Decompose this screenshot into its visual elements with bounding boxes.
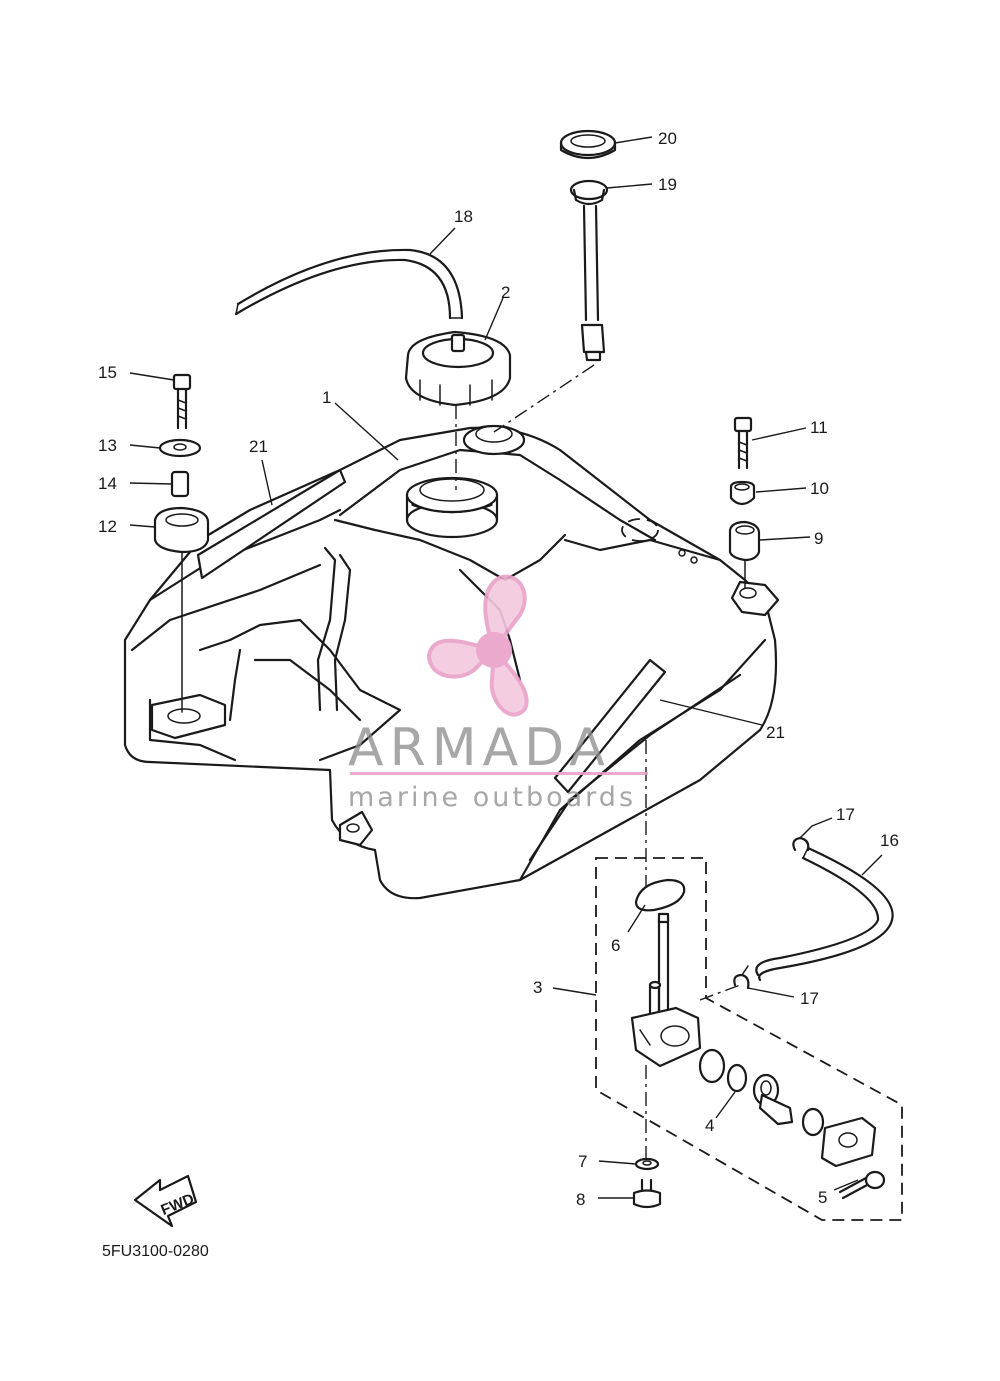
washer-13	[158, 438, 202, 458]
fuel-hose-16	[755, 846, 894, 982]
screw-5	[838, 1170, 886, 1200]
fuel-gauge	[569, 179, 609, 362]
cock-lever	[752, 1073, 794, 1126]
gauge-cap	[559, 129, 617, 160]
callout-8: 8	[576, 1190, 585, 1209]
hose-clip-17-top	[792, 825, 813, 852]
watermark-rule	[350, 772, 648, 775]
bolt-8	[632, 1178, 662, 1209]
fuel-cap	[404, 330, 512, 407]
gauge-assembly-line	[493, 364, 595, 433]
bolt-11	[733, 416, 753, 470]
vent-hose	[234, 248, 464, 320]
callout-2: 2	[501, 283, 510, 302]
fuel-cock-assembly	[595, 857, 903, 1221]
callout-17-bottom: 17	[800, 989, 819, 1008]
callouts: 1 2 3 4 5 6 7 8 9 10 11 12 13 14 15 16 1…	[98, 129, 899, 1209]
callout-9: 9	[814, 529, 823, 548]
grommet-9	[728, 520, 761, 562]
callout-11: 11	[810, 418, 828, 437]
collar-14	[170, 470, 190, 498]
callout-7: 7	[578, 1152, 587, 1171]
callout-14: 14	[98, 474, 117, 493]
callout-12: 12	[98, 517, 117, 536]
propeller-icon	[426, 574, 529, 717]
callout-4: 4	[705, 1116, 714, 1135]
o-ring-lever	[801, 1107, 825, 1137]
grommet-12	[153, 506, 210, 554]
callout-10: 10	[810, 479, 829, 498]
callout-16: 16	[880, 831, 899, 850]
callout-5: 5	[818, 1188, 827, 1207]
callout-6: 6	[611, 936, 620, 955]
callout-19: 19	[658, 175, 677, 194]
callout-21-left: 21	[249, 437, 268, 456]
gasket-6	[634, 878, 686, 912]
bolt-15	[172, 373, 192, 430]
callout-17-top: 17	[836, 805, 855, 824]
callout-20: 20	[658, 129, 677, 148]
collar-10	[729, 480, 756, 506]
watermark-tagline: marine outboards	[348, 782, 636, 813]
callout-1: 1	[322, 388, 331, 407]
tank-cushion-left	[196, 468, 347, 580]
callout-3: 3	[533, 978, 542, 997]
washer-7	[634, 1157, 660, 1171]
tank-cushion-right	[553, 658, 667, 794]
callout-18: 18	[454, 207, 473, 226]
callout-15: 15	[98, 363, 117, 382]
o-ring-4a	[698, 1048, 726, 1084]
watermark-brand: ARMADA	[348, 718, 611, 778]
hose-assembly-line	[699, 984, 741, 1001]
callout-21-right: 21	[766, 723, 785, 742]
drawing-code: 5FU3100-0280	[102, 1243, 209, 1260]
leaders	[129, 136, 883, 1199]
o-ring-4b	[726, 1063, 748, 1093]
callout-13: 13	[98, 436, 117, 455]
hose-clip-17-bottom	[733, 965, 750, 990]
fwd-arrow: FWD	[133, 1174, 198, 1228]
fuel-cock-body	[630, 912, 702, 1068]
cock-plate	[820, 1116, 877, 1168]
armada-logo: ARMADA marine outboards	[348, 574, 648, 813]
